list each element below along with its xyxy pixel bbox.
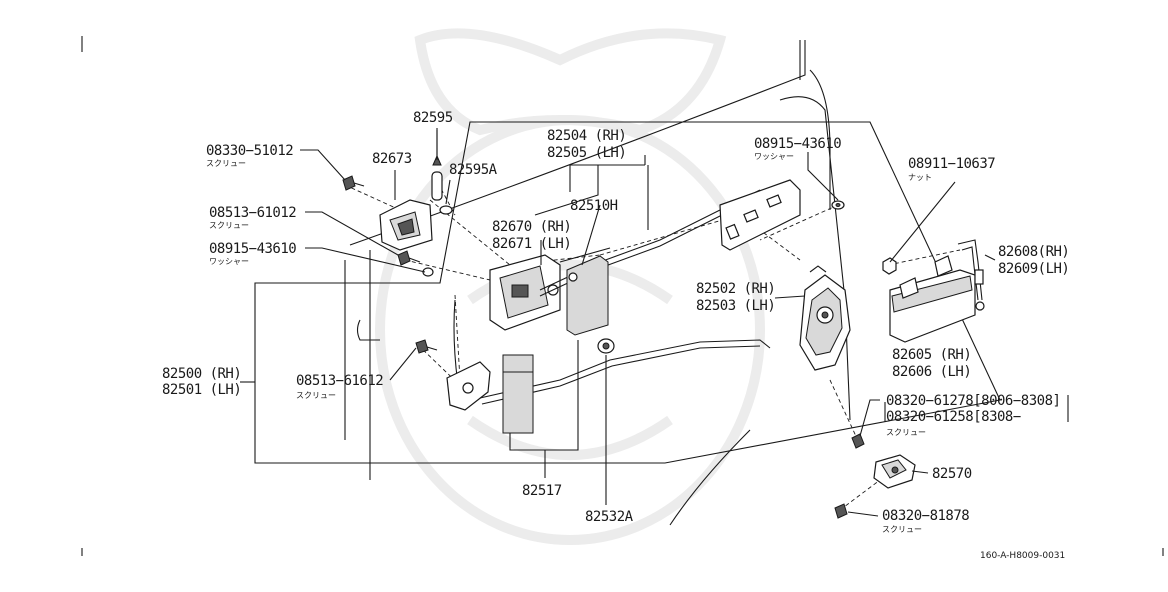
lower-link-rods [446, 299, 771, 411]
label-08915-right-sub: ワッシャー [754, 152, 794, 161]
label-82503: 82503 (LH) [696, 298, 775, 314]
label-82505: 82505 (LH) [547, 145, 626, 161]
label-82502: 82502 (RH) [696, 281, 775, 297]
label-08513-upper: 08513−61012 [209, 205, 296, 221]
screw-08513-upper [397, 250, 421, 266]
outside-handle-82605 [889, 255, 976, 343]
assembly-outline [240, 121, 1001, 464]
label-82517: 82517 [522, 483, 562, 499]
label-82608: 82608(RH) [998, 244, 1069, 260]
label-82500: 82500 (RH) [162, 366, 241, 382]
label-08915-left-sub: ワッシャー [209, 257, 249, 266]
label-82595A: 82595A [449, 162, 498, 178]
inside-lock-82670 [489, 254, 561, 331]
inside-handle-82673 [379, 199, 433, 251]
label-leaders [300, 128, 1069, 517]
label-08915-right: 08915−43610 [754, 136, 841, 152]
clip-82532A [597, 338, 615, 354]
label-82532A: 82532A [585, 509, 634, 525]
label-08320-upper-sub: スクリュー [886, 428, 926, 437]
door-plate [719, 179, 801, 251]
label-08320-61278: 08320−61278[8006−8308] [886, 393, 1060, 409]
washer-08915-right [831, 200, 845, 210]
diagram-code: 160-A-H8009-0031 [980, 551, 1065, 561]
screw-08320-lower [834, 503, 848, 519]
label-82504: 82504 (RH) [547, 128, 626, 144]
protector-82517 [502, 354, 534, 434]
label-82605: 82605 (RH) [892, 347, 971, 363]
label-08330-sub: スクリュー [206, 159, 246, 168]
label-08320-lower-sub: スクリュー [882, 525, 922, 534]
label-82510H: 82510H [570, 198, 618, 214]
label-82595: 82595 [413, 110, 453, 126]
part-labels: 08330−51012 スクリュー 82673 82595 82595A 825… [162, 110, 1070, 561]
label-08320-81878: 08320−81878 [882, 508, 969, 524]
label-82609: 82609(LH) [998, 261, 1069, 277]
screw-08330 [342, 175, 365, 191]
door-lock-82502 [799, 265, 851, 371]
label-08320-61258: 08320−61258[8308− [886, 409, 1021, 425]
label-08911-sub: ナット [908, 173, 932, 182]
label-08513-lower: 08513−61612 [296, 373, 383, 389]
protector-82510H [566, 255, 609, 336]
door-outline [81, 36, 851, 526]
rod-82608 [957, 239, 985, 311]
nut-08911 [882, 257, 897, 275]
label-82501: 82501 (LH) [162, 382, 241, 398]
screw-08513-lower [415, 339, 438, 354]
label-08330: 08330−51012 [206, 143, 293, 159]
dashed-guides [344, 182, 961, 511]
label-08915-left: 08915−43610 [209, 241, 296, 257]
label-82671: 82671 (LH) [492, 236, 571, 252]
striker-82570 [873, 454, 916, 489]
label-08911: 08911−10637 [908, 156, 995, 172]
lock-knob-82595 [431, 130, 453, 215]
label-08513-lower-sub: スクリュー [296, 391, 336, 400]
label-82673: 82673 [372, 151, 412, 167]
label-82670: 82670 (RH) [492, 219, 571, 235]
label-82570: 82570 [932, 466, 972, 482]
leader-brackets [509, 155, 649, 505]
label-08513-upper-sub: スクリュー [209, 221, 249, 230]
label-82606: 82606 (LH) [892, 364, 971, 380]
screw-08320-upper [851, 433, 865, 449]
